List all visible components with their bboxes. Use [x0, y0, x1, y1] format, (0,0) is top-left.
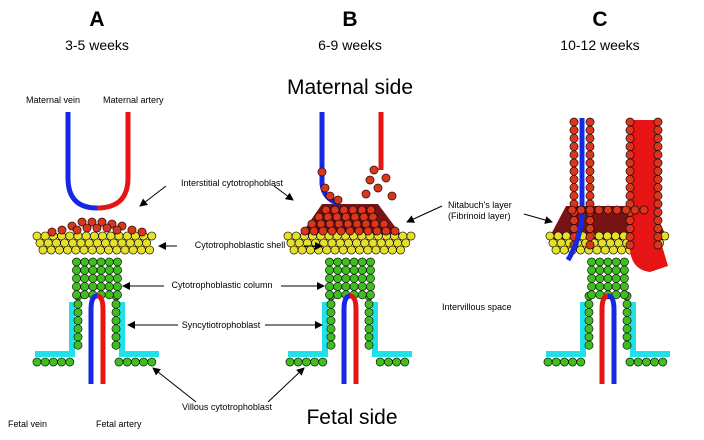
nitabuch-layer-line2: (Fibrinoid layer) — [448, 211, 511, 221]
panel-c-fetal-vessels — [599, 293, 617, 384]
arrow-nitabuch-c — [523, 213, 553, 224]
nitabuch-layer-label: Nitabuch's layer (Fibrinoid layer) — [448, 200, 512, 222]
panel-c-weeks: 10-12 weeks — [560, 37, 640, 53]
nitabuch-layer-line1: Nitabuch's layer — [448, 200, 512, 210]
fetal-side-title: Fetal side — [306, 406, 398, 429]
arrow-villous-a — [152, 367, 197, 403]
maternal-vein-label: Maternal vein — [26, 95, 81, 105]
cytotrophoblastic-column-label: Cytotrophoblastic column — [171, 280, 273, 290]
arrow-villous-b — [267, 367, 305, 403]
arrow-nitabuch-b — [406, 205, 443, 223]
interstitial-cytotrophoblast-label: Interstitial cytotrophoblast — [180, 178, 284, 188]
panel-b-fetal-vessels — [341, 293, 359, 384]
panel-a-weeks: 3-5 weeks — [65, 37, 129, 53]
arrow-interstitial-a — [139, 185, 167, 207]
panel-b-weeks: 6-9 weeks — [318, 37, 382, 53]
panel-b-shell — [283, 231, 416, 255]
panel-b-villus — [285, 257, 412, 367]
panel-b-letter: B — [342, 8, 358, 31]
panel-a-letter: A — [89, 8, 105, 31]
maternal-side-title: Maternal side — [286, 76, 414, 99]
panel-c-letter: C — [592, 8, 608, 31]
panel-a-fetal-vessels — [88, 293, 106, 384]
intervillous-space-label: Intervillous space — [442, 302, 512, 312]
panel-b-interstitial-cells — [300, 165, 400, 236]
maternal-artery-label: Maternal artery — [103, 95, 164, 105]
panel-b-maternal-vessels — [319, 112, 384, 207]
panel-a-maternal-vessels — [65, 112, 131, 211]
panel-a-interstitial-cells — [47, 217, 147, 237]
arrow-interstitial-b — [273, 185, 294, 201]
panel-a-villus — [32, 257, 159, 367]
fetal-vein-label: Fetal vein — [8, 419, 48, 429]
panel-c-maternal-vessels — [565, 117, 668, 272]
panel-c-interstitial-cells — [567, 205, 649, 215]
panel-a-shell — [32, 231, 157, 255]
panel-c-villus — [543, 257, 670, 367]
cytotrophoblastic-shell-label: Cytotrophoblastic shell — [194, 240, 286, 250]
fetal-artery-label: Fetal artery — [96, 419, 142, 429]
syncytiotrophoblast-label: Syncytiotrophoblast — [181, 320, 261, 330]
villous-cytotrophoblast-label: Villous cytotrophoblast — [182, 402, 272, 412]
